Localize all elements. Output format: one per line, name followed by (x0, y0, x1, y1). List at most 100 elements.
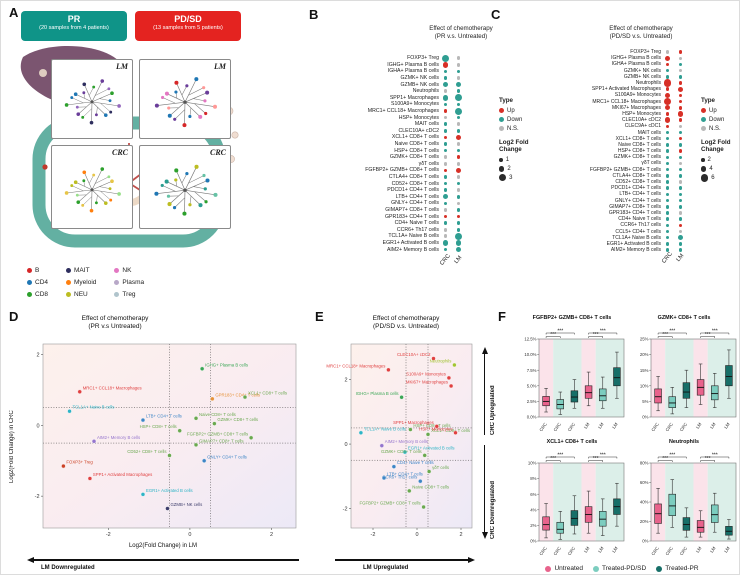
dot-cell (439, 188, 452, 193)
tree-tip (174, 168, 179, 173)
tree-tip (81, 203, 85, 207)
legend-label: N.S. (709, 125, 721, 132)
tree-tip (167, 113, 172, 118)
dot-cell (661, 205, 674, 209)
scatter-point (167, 453, 172, 458)
tree-branch (94, 80, 103, 96)
cell-type-label: IGHA+ Plasma B cells (611, 61, 661, 68)
plot-frame (538, 338, 625, 418)
legend-item: NEU (66, 289, 96, 300)
dot-cell (674, 68, 687, 73)
cell-type-label: CCR6+ Th17 cells (620, 222, 661, 229)
dot-up (665, 62, 670, 67)
dot-cell (661, 130, 674, 135)
legend-item: NK (114, 265, 144, 276)
dot-plot-row: HSP+ Monocytes (321, 114, 465, 121)
dot-plot-row: MKI67+ Macrophages (549, 105, 687, 111)
dot-up (455, 134, 462, 141)
legend-type-item: N.S. (701, 124, 739, 133)
dot-cell (452, 181, 465, 186)
legend-dot (701, 126, 706, 132)
scatter-title-e: Effect of chemotherapy (PD/SD v.s. Untre… (331, 315, 481, 332)
cell-type-label: EGR1+ Activated B cells (382, 239, 439, 246)
tree-branch (174, 197, 186, 208)
box (682, 382, 691, 399)
cell-type-label: CLEC9A+ cDC1 (624, 123, 661, 130)
dot-up (664, 105, 671, 111)
y-tick-label: 7.5% (527, 368, 537, 373)
dot-cell (674, 143, 687, 147)
tree-tip (92, 173, 96, 177)
dot-plot-row: GZMK+ NK cells (549, 68, 687, 74)
dot-up (678, 99, 683, 104)
cell-type-label: IGHG+ Plasma B cells (611, 55, 661, 62)
x-tick-label: LM (695, 545, 703, 553)
cell-type-label: S100A9+ Monocytes (614, 92, 661, 99)
cell-type-label: TCL1A+ Naive B cells (388, 233, 439, 240)
tree-branch (181, 173, 188, 184)
dot-cell (439, 221, 452, 225)
y-tick-label: 5% (642, 399, 648, 404)
dot-plot-row: SPP1+ Activated Macrophages (549, 86, 687, 92)
dot-down (443, 76, 448, 80)
plot-frame (42, 343, 297, 529)
scatter-point-label: XCL1+ CD8+ T cells (248, 391, 287, 396)
cell-type-label: CLEC10A+ cDC2 (398, 127, 439, 134)
scatter-point-label: CD4+ Naive T cells (397, 460, 434, 465)
legend-item: Treated-PD/SD (592, 565, 646, 572)
dot-cell (452, 102, 465, 107)
scatter-point-label: XCL1+ CD8+ T cells (431, 428, 470, 433)
dot-down (456, 221, 461, 225)
dot-down (665, 149, 670, 153)
tree-tip (213, 104, 218, 109)
dot-cell (674, 161, 687, 166)
legend-label: 1 (505, 156, 510, 163)
dot-up (665, 124, 670, 129)
scatter-point (140, 417, 146, 423)
dot-cell (674, 111, 687, 117)
dot-plot-row: GPR183+ CD4+ T cells (321, 213, 465, 220)
tree-branch (100, 190, 120, 195)
tree-tip (188, 114, 192, 119)
tree-branch (194, 191, 207, 202)
tree-branch (83, 172, 90, 184)
box (725, 526, 733, 536)
scatter-point-label: TCL1A+ Naive B cells (73, 405, 115, 410)
dot-ns (678, 68, 683, 73)
dot-plot-row: CTLA4+ CD8+ T cells (321, 174, 465, 181)
y-tick-label: 0 (36, 423, 39, 429)
chart-title: Effect of chemotherapy (429, 25, 493, 32)
dot-plot-row: FOXP3+ Treg (321, 54, 465, 62)
scatter-point-label: AIM2+ Memory B cells (97, 435, 140, 440)
panel-e: Effect of chemotherapy (PD/SD v.s. Untre… (307, 307, 503, 574)
scatter-point (201, 458, 207, 463)
dot-ns (443, 161, 448, 166)
y-tick-label: 0% (642, 415, 648, 420)
legend-item: B (27, 265, 48, 276)
dot-cell (439, 194, 452, 200)
x-tick-label: 2 (270, 532, 273, 538)
dot-plot-row: HSP+ Monocytes (549, 111, 687, 117)
x-tick-label: -2 (106, 532, 111, 538)
y-tick-label: 10% (640, 383, 649, 388)
legend-type-item: Up (499, 106, 539, 115)
pdsd-group-header: PD/SD (13 samples from 5 patients) (135, 11, 241, 41)
dot-ns (456, 188, 461, 193)
panel-b: Effect of chemotherapy (PR v.s. Untreate… (301, 5, 541, 305)
legend-dot (499, 126, 504, 132)
legend-size-title: Log2 Fold Change (499, 139, 529, 154)
scatter-point (448, 383, 454, 389)
x-tick-label: LM (709, 545, 717, 553)
scatter-point-label: Naive CD8+ T cells (412, 484, 449, 489)
cell-type-label: GIMAP7+ CD8+ T cells (385, 206, 439, 213)
dot-cell (674, 242, 687, 246)
panel-a-label: A (9, 5, 19, 20)
dot-plot-row: MRC1+ CCL18+ Macrophages (549, 97, 687, 106)
legend-size-title: Log2 Fold Change (701, 139, 731, 154)
dot-up (663, 79, 672, 87)
cell-type-label: SPP1+ Macrophages (389, 94, 439, 101)
dot-plot-row: EGR1+ Activated B cells (321, 240, 465, 247)
tree-branch (156, 103, 176, 106)
tree-tip (107, 175, 111, 179)
